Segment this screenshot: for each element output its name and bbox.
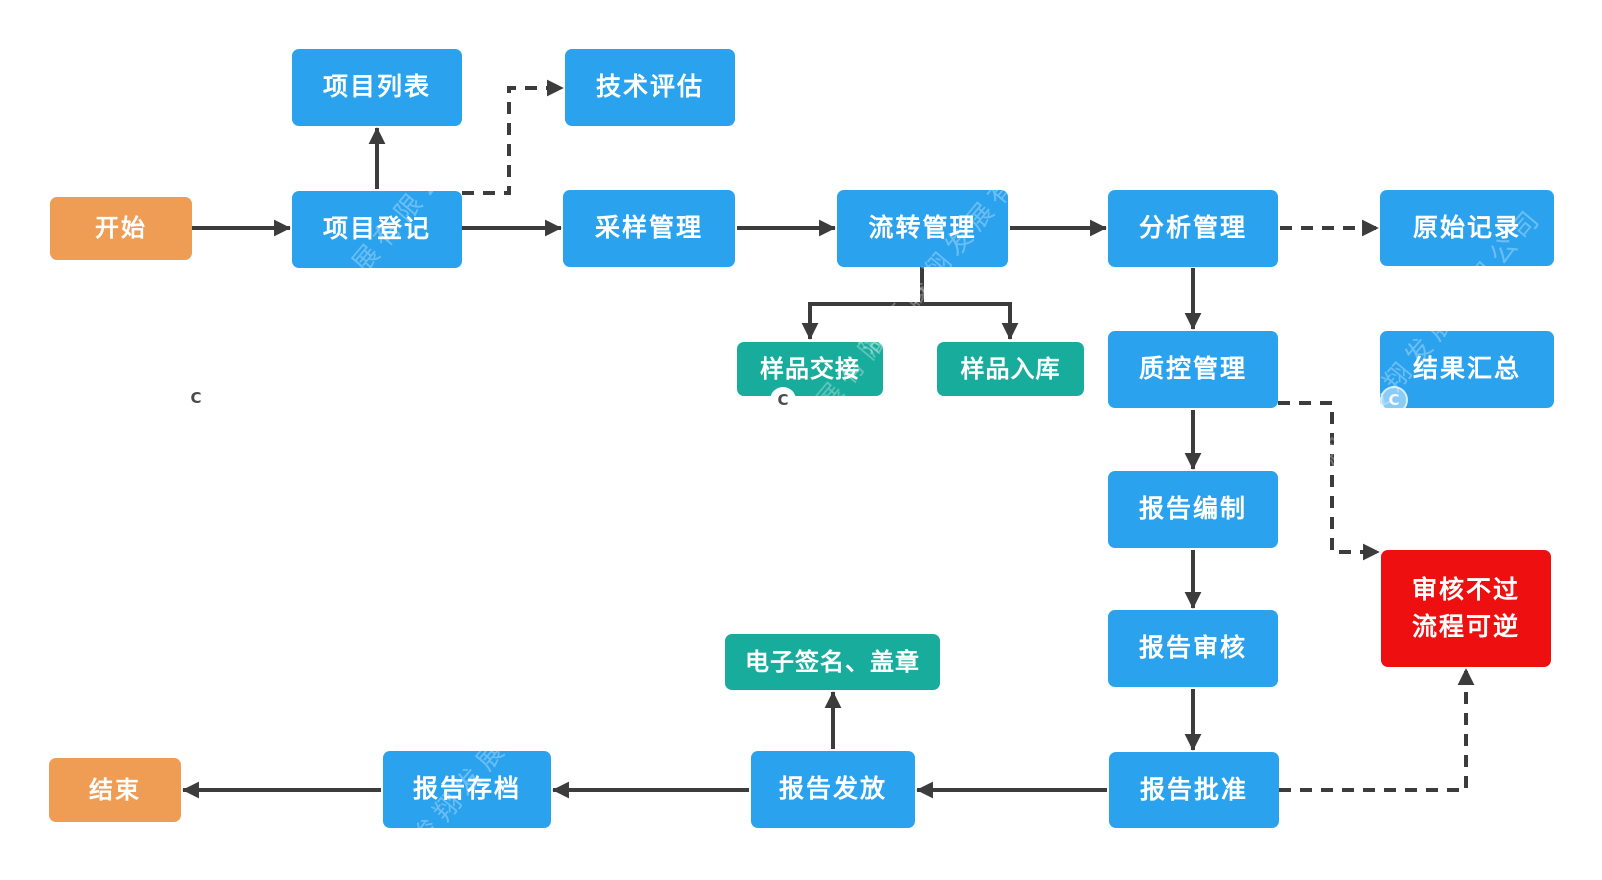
node-result-summary-label: 结果汇总 — [1412, 354, 1521, 384]
node-end: 结束 — [49, 758, 181, 822]
node-result-summary: 结果汇总 — [1380, 331, 1554, 408]
node-raw-record-label: 原始记录 — [1412, 212, 1521, 242]
node-project-list-label: 项目列表 — [322, 72, 431, 102]
edge-branch-to-handover — [801, 302, 922, 340]
node-transfer: 流转管理 — [837, 190, 1008, 267]
node-start-label: 开始 — [95, 214, 147, 243]
node-tech-eval-label: 技术评估 — [595, 72, 704, 102]
node-qc: 质控管理 — [1108, 331, 1278, 408]
node-project-register-label: 项目登记 — [322, 214, 431, 244]
node-project-register: 项目登记 — [292, 191, 462, 268]
node-qc-label: 质控管理 — [1138, 354, 1247, 384]
node-analysis-label: 分析管理 — [1138, 213, 1247, 243]
node-esign: 电子签名、盖章 — [725, 634, 940, 690]
node-report-review: 报告审核 — [1108, 610, 1278, 687]
node-report-archive: 报告存档 — [383, 751, 551, 828]
node-raw-record: 原始记录 — [1380, 190, 1554, 266]
node-report-approve: 报告批准 — [1109, 752, 1279, 828]
node-end-label: 结束 — [89, 775, 141, 804]
node-review-fail-line2: 流程可逆 — [1411, 611, 1520, 641]
node-report-prepare-label: 报告编制 — [1138, 494, 1247, 524]
node-sampling: 采样管理 — [563, 190, 735, 267]
node-report-issue-label: 报告发放 — [778, 774, 887, 804]
node-sample-handover: 样品交接 — [737, 342, 883, 396]
node-sample-storage: 样品入库 — [937, 342, 1084, 396]
node-sampling-label: 采样管理 — [594, 213, 703, 243]
node-analysis: 分析管理 — [1108, 190, 1278, 267]
node-review-fail: 审核不过 流程可逆 — [1381, 550, 1551, 667]
node-start: 开始 — [50, 197, 192, 260]
node-esign-label: 电子签名、盖章 — [745, 647, 920, 676]
node-sample-handover-label: 样品交接 — [760, 354, 860, 383]
node-transfer-label: 流转管理 — [868, 213, 977, 243]
edge-branch-to-storage — [922, 302, 1019, 340]
node-review-fail-line1: 审核不过 — [1411, 575, 1520, 605]
node-report-prepare: 报告编制 — [1108, 471, 1278, 548]
node-report-archive-label: 报告存档 — [412, 774, 521, 804]
edge-register-to-techeval-dashed — [462, 79, 564, 195]
node-tech-eval: 技术评估 — [565, 49, 735, 126]
edge-qc-to-reviewfail-dashed — [1278, 401, 1380, 561]
node-project-list: 项目列表 — [292, 49, 462, 126]
node-sample-storage-label: 样品入库 — [960, 354, 1061, 383]
node-report-issue: 报告发放 — [751, 751, 915, 828]
node-report-review-label: 报告审核 — [1138, 633, 1247, 663]
edge-approve-to-reviewfail-dashed — [1279, 668, 1475, 792]
node-report-approve-label: 报告批准 — [1139, 774, 1248, 804]
